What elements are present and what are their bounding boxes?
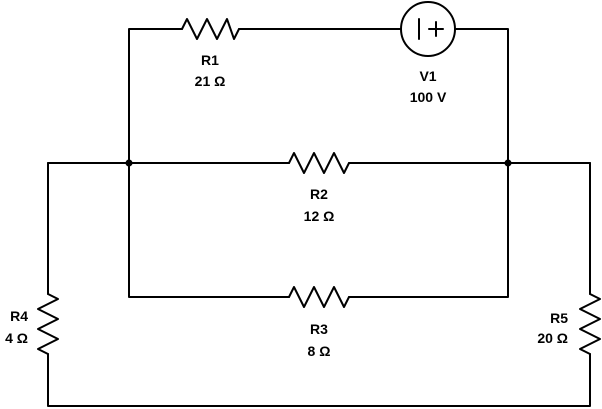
resistor-r5-symbol	[579, 293, 601, 355]
wire-r3-branch-right	[348, 162, 509, 298]
r3-name-label: R3	[310, 321, 328, 337]
junction-node-right	[504, 159, 512, 167]
resistor-r4-symbol	[37, 293, 59, 355]
r2-value-label: 12 Ω	[304, 208, 335, 224]
r2-name-label: R2	[310, 186, 328, 202]
r5-name-label: R5	[550, 310, 568, 326]
resistor-r2-symbol	[288, 152, 350, 174]
r5-value-label: 20 Ω	[537, 330, 568, 346]
r4-name-label: R4	[10, 308, 28, 324]
v1-value-label: 100 V	[410, 89, 447, 105]
r1-name-label: R1	[201, 52, 219, 68]
r4-value-label: 4 Ω	[5, 330, 28, 346]
voltage-source-v1-symbol	[400, 1, 456, 57]
resistor-r1-symbol	[181, 18, 240, 40]
v1-name-label: V1	[419, 68, 436, 84]
r1-value-label: 21 Ω	[195, 73, 226, 89]
r3-value-label: 8 Ω	[308, 343, 331, 359]
wire-top-loop-left	[128, 28, 183, 164]
junction-node-left	[125, 159, 133, 167]
resistor-r3-symbol	[288, 286, 350, 308]
wire-r3-branch-left	[128, 162, 290, 298]
wire-v1-to-right-node	[454, 28, 509, 164]
wire-outer-bottom	[47, 353, 591, 407]
